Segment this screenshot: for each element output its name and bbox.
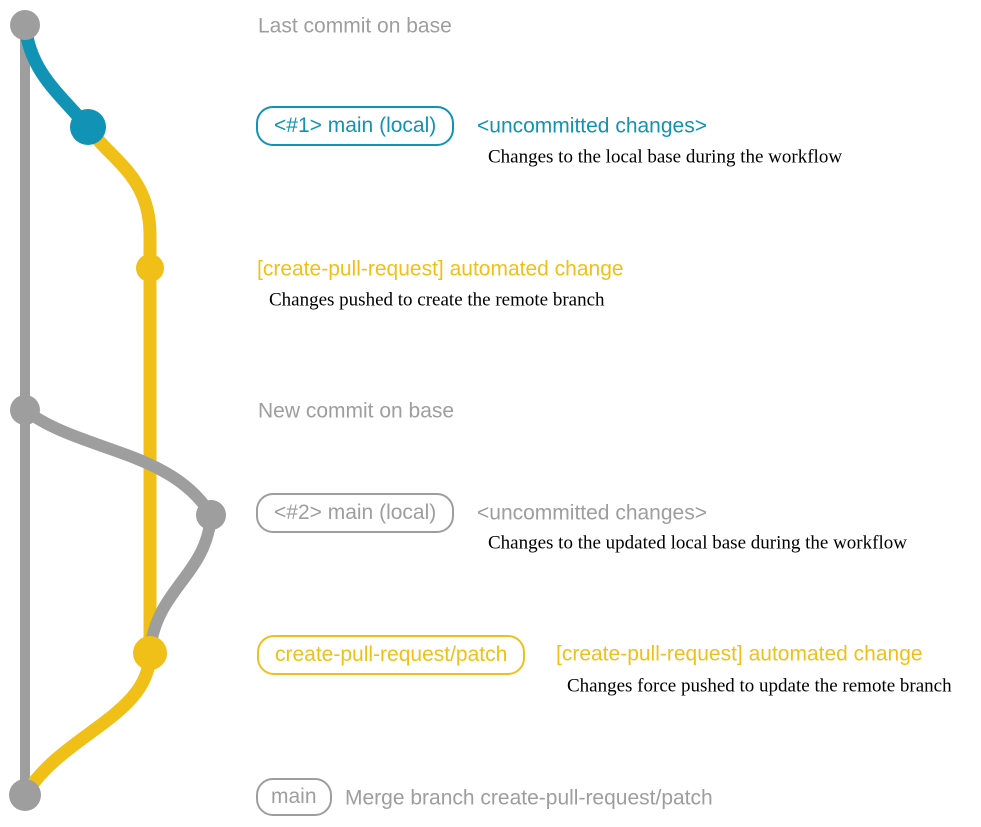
merge-commit-label: Merge branch create-pull-request/patch bbox=[345, 786, 713, 810]
commit-dot-last-base bbox=[10, 10, 40, 40]
uncommitted-changes-2-caption: Changes to the updated local base during… bbox=[488, 532, 907, 554]
last-commit-on-base-label: Last commit on base bbox=[258, 14, 452, 38]
commit-dot-automated-1 bbox=[136, 254, 164, 282]
automated-change-1-caption: Changes pushed to create the remote bran… bbox=[269, 289, 605, 311]
new-commit-on-base-label: New commit on base bbox=[258, 399, 455, 423]
commit-graph bbox=[9, 10, 226, 811]
base-to-main-local-2-curve bbox=[19, 404, 217, 521]
patch-branch-line bbox=[81, 120, 157, 660]
automated-change-2-caption: Changes force pushed to update the remot… bbox=[567, 675, 952, 697]
uncommitted-changes-2-label: <uncommitted changes> bbox=[477, 501, 707, 525]
patch-branch-badge: create-pull-request/patch bbox=[257, 635, 526, 675]
patch-merge-curve bbox=[20, 646, 157, 799]
main-local-2-badge: <#2> main (local) bbox=[256, 493, 455, 533]
automated-change-2-label: [create-pull-request] automated change bbox=[556, 642, 923, 666]
commit-dot-new-base bbox=[10, 395, 40, 425]
main-local-1-badge: <#1> main (local) bbox=[256, 106, 455, 146]
automated-change-1-label: [create-pull-request] automated change bbox=[257, 257, 624, 281]
main-badge: main bbox=[256, 778, 332, 816]
commit-dot-automated-2 bbox=[133, 636, 167, 670]
commit-dot-main-local-1 bbox=[70, 109, 106, 145]
main-local-2-to-patch-curve bbox=[144, 509, 217, 656]
commit-dot-merge bbox=[9, 779, 41, 811]
commit-dot-main-local-2 bbox=[196, 500, 226, 530]
uncommitted-changes-1-label: <uncommitted changes> bbox=[477, 114, 707, 138]
uncommitted-changes-1-caption: Changes to the local base during the wor… bbox=[488, 146, 843, 168]
